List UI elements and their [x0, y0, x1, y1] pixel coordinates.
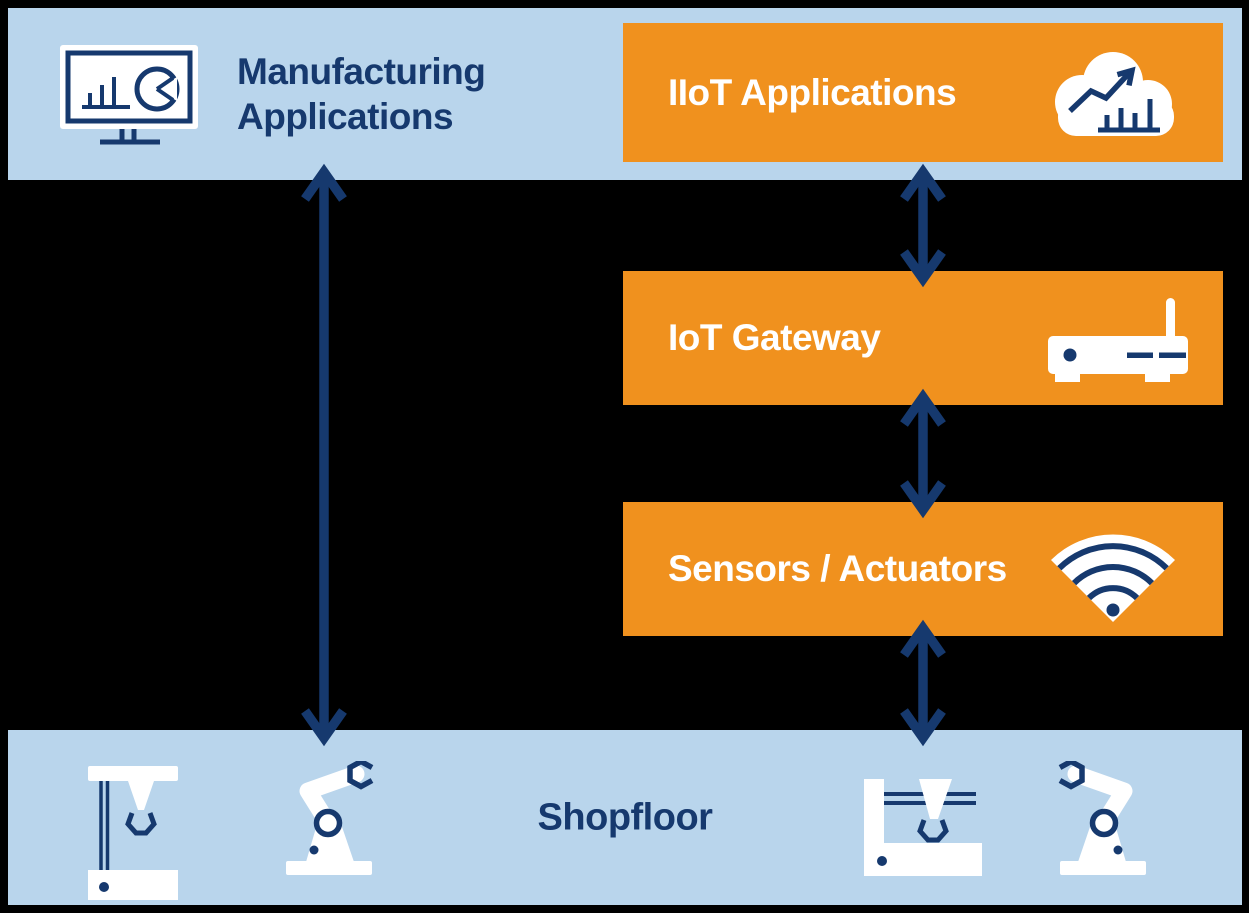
iot-gateway-label: IoT Gateway [668, 317, 881, 358]
double-arrow-manufacturing-shopfloor [301, 163, 347, 747]
sensors-actuators-label: Sensors / Actuators [668, 548, 1007, 589]
iiot-applications-label: IIoT Applications [668, 71, 957, 113]
cnc-machine-2-icon [864, 779, 982, 876]
double-arrow-iiot-gateway [900, 163, 946, 288]
robot-arm-icon [286, 761, 374, 875]
manufacturing-applications-label: Manufacturing Applications [237, 51, 486, 137]
iiot-applications-box: IIoT Applications [623, 23, 1223, 162]
double-arrow-gateway-sensors [900, 388, 946, 519]
wifi-icon [1051, 534, 1175, 622]
double-arrow-sensors-shopfloor [900, 619, 946, 747]
sensors-actuators-box: Sensors / Actuators [623, 502, 1223, 636]
iot-gateway-box: IoT Gateway [623, 271, 1223, 405]
monitor-chart-icon [60, 45, 198, 145]
shopfloor-label: Shopfloor [537, 796, 713, 838]
cnc-machine-icon [88, 766, 178, 900]
robot-arm-2-icon [1058, 761, 1146, 875]
router-icon [1048, 298, 1188, 382]
shopfloor-band: Shopfloor [8, 730, 1242, 905]
cloud-analytics-icon [1055, 52, 1174, 136]
